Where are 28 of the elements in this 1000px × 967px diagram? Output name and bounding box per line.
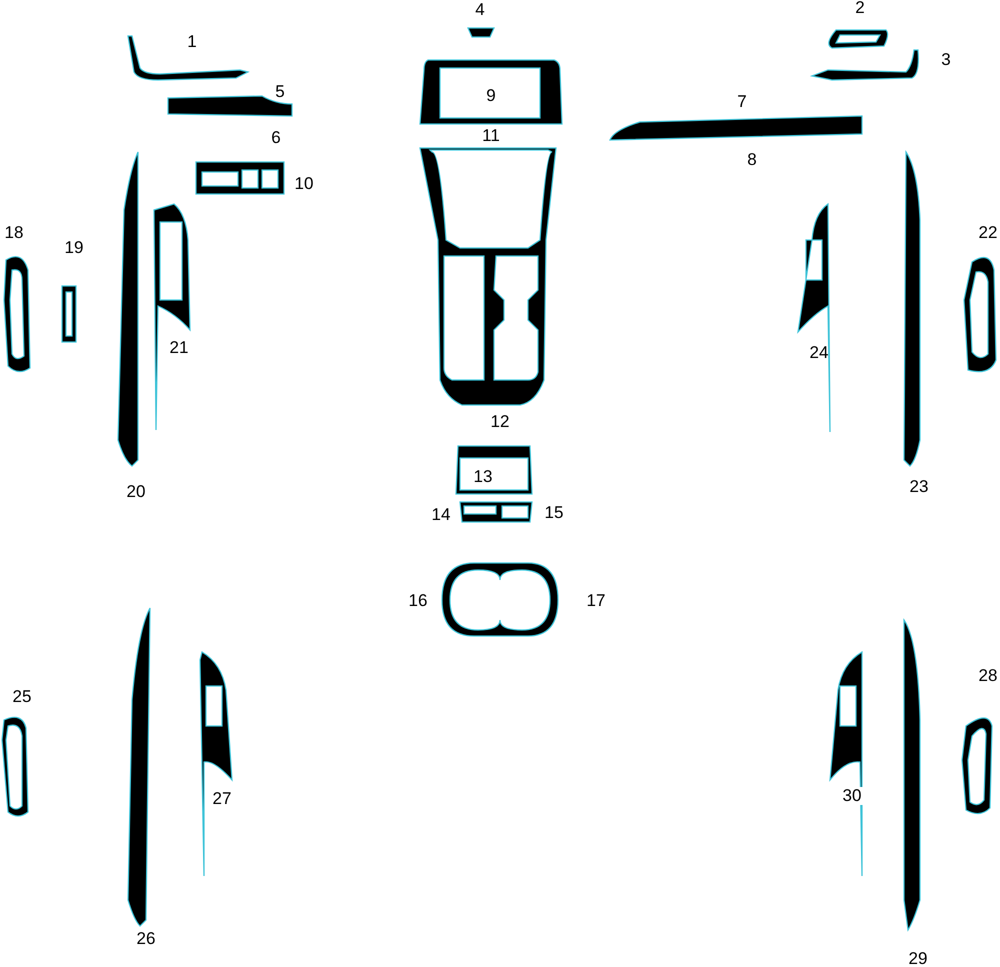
callout-number: 30 — [840, 787, 864, 805]
callout-number: 27 — [212, 790, 232, 808]
callout-number: 26 — [136, 930, 156, 948]
callout-number: 15 — [544, 504, 564, 522]
callout-number: 28 — [978, 667, 998, 685]
callout-number: 29 — [908, 950, 928, 967]
callout-number: 4 — [475, 1, 485, 19]
callout-number: 5 — [275, 83, 285, 101]
callout-number: 19 — [64, 239, 84, 257]
callout-number: 14 — [432, 506, 450, 524]
callout-number: 17 — [586, 592, 606, 610]
callout-number: 18 — [4, 224, 24, 242]
callout-number: 23 — [910, 478, 928, 496]
callout-number: 10 — [294, 175, 314, 193]
callout-number: 1 — [187, 33, 197, 51]
callout-number: 3 — [941, 51, 951, 69]
callout-number: 12 — [490, 413, 510, 431]
callout-number: 25 — [12, 688, 32, 706]
callout-number: 8 — [747, 151, 757, 169]
callout-number: 2 — [855, 0, 865, 17]
callout-number: 16 — [408, 592, 428, 610]
callout-number: 22 — [978, 224, 998, 242]
callout-number: 7 — [737, 93, 747, 111]
callout-number: 24 — [810, 344, 828, 362]
callout-number: 6 — [271, 129, 281, 147]
callout-number: 21 — [170, 339, 188, 357]
callout-number: 11 — [482, 127, 500, 145]
callout-number: 20 — [126, 483, 146, 501]
